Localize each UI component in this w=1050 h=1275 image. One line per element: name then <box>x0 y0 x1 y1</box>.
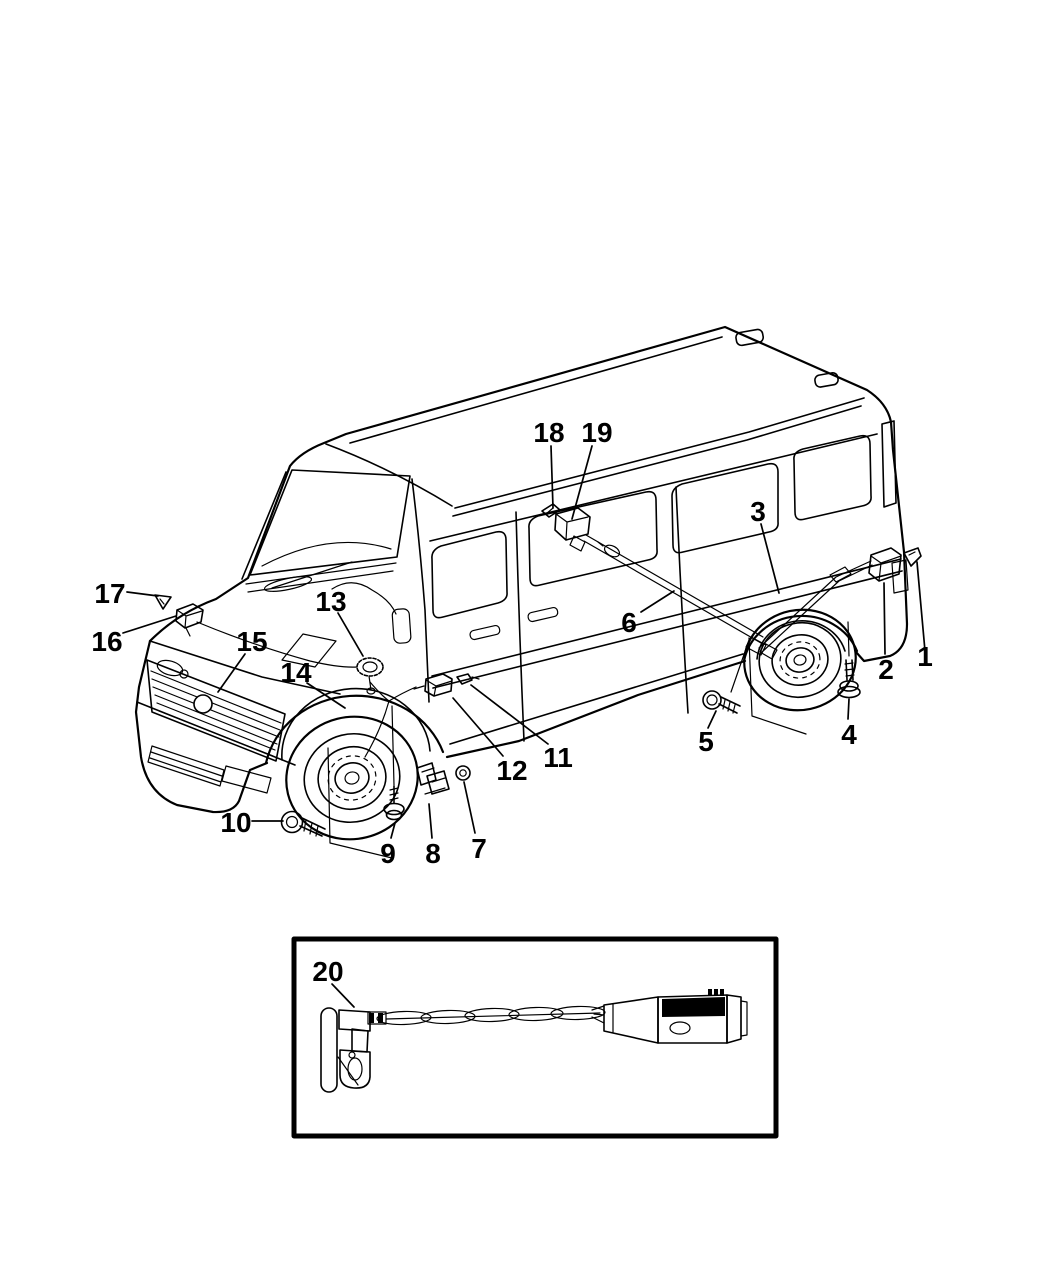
rear-sensor-cable <box>583 534 873 660</box>
part-16-connector <box>175 603 204 637</box>
callout-3: 3 <box>750 496 766 527</box>
callout-20: 20 <box>312 956 343 987</box>
cable-clip <box>603 544 621 558</box>
hood-decal <box>281 633 337 668</box>
part-4-bolt <box>837 659 861 699</box>
windshield <box>249 469 411 576</box>
callout-8: 8 <box>425 838 441 869</box>
side-windows <box>431 420 897 619</box>
callout-13: 13 <box>315 586 346 617</box>
leader-line-2 <box>883 582 886 655</box>
taillight <box>891 559 909 594</box>
part-1-clip <box>903 547 922 567</box>
leader-line-19 <box>571 445 593 520</box>
callout-2: 2 <box>878 654 894 685</box>
leader-line-3 <box>760 523 780 594</box>
mirror-housing <box>391 608 412 644</box>
leader-line-1 <box>916 561 926 652</box>
door-seams-and-moldings <box>327 478 909 859</box>
part-11-pin <box>456 673 480 685</box>
part-9-bolt <box>383 785 405 821</box>
door-window <box>431 530 508 619</box>
leader-line-11 <box>470 684 549 745</box>
callout-18: 18 <box>533 417 564 448</box>
leader-line-9 <box>390 822 396 839</box>
leader-line-4 <box>847 698 850 720</box>
lower-intake <box>147 745 225 787</box>
callout-9: 9 <box>380 838 396 869</box>
part-20-wear-sensor <box>320 989 748 1093</box>
leader-line-12 <box>452 697 504 757</box>
van-body-outline <box>134 325 909 814</box>
leader-line-20 <box>331 983 355 1008</box>
inset-border <box>291 936 779 1139</box>
front-fascia <box>136 659 296 794</box>
sliding-door-window <box>528 490 658 587</box>
sensor-connector <box>603 989 748 1044</box>
callout-12: 12 <box>496 755 527 786</box>
callout-11: 11 <box>543 742 573 773</box>
twisted-cable <box>376 1005 606 1026</box>
part-17-clip <box>154 594 172 610</box>
license-plate-area <box>221 765 272 794</box>
callout-leader-lines <box>122 445 926 1008</box>
callout-10: 10 <box>220 807 251 838</box>
mid-side-window <box>671 462 779 554</box>
leader-line-16 <box>122 615 177 634</box>
sensor-clip-plate <box>320 1007 338 1093</box>
callout-19: 19 <box>581 417 612 448</box>
front-sensor-harness <box>196 621 417 786</box>
callout-6: 6 <box>621 607 637 638</box>
leader-line-14 <box>306 682 346 709</box>
callout-14: 14 <box>280 657 312 688</box>
sliding-door-handle <box>527 606 559 623</box>
headlight <box>156 659 184 677</box>
part-12-connector <box>413 673 453 697</box>
grille <box>146 659 286 762</box>
callout-1: 1 <box>917 641 933 672</box>
part-10-bolt <box>280 810 326 837</box>
leader-line-6 <box>640 590 675 613</box>
mirror-arm <box>331 582 397 615</box>
leader-line-18 <box>550 445 554 509</box>
leader-line-7 <box>463 781 476 834</box>
callout-17: 17 <box>94 578 125 609</box>
callout-15: 15 <box>236 626 267 657</box>
part-7-nut <box>455 765 471 781</box>
part-18-bracket <box>541 503 561 518</box>
rear-pillar-window <box>881 420 897 508</box>
cable-ferrule <box>367 1011 387 1025</box>
leader-line-13 <box>337 612 364 657</box>
brand-badge <box>193 694 213 714</box>
inset-detail-box <box>291 936 779 1139</box>
callout-5: 5 <box>698 726 714 757</box>
rear-mudflap <box>748 637 807 735</box>
callout-labels: 1 2 3 4 5 6 7 8 9 10 11 12 13 14 15 16 1… <box>91 417 932 987</box>
roof-vent-rear <box>814 371 839 388</box>
part-19-connector <box>554 507 591 552</box>
rear-quarter-window <box>793 434 872 521</box>
leader-line-5 <box>707 710 717 729</box>
callout-16: 16 <box>91 626 122 657</box>
front-door-handle <box>469 624 501 641</box>
part-13-grommet <box>356 657 384 695</box>
roof-vent-front <box>735 328 765 347</box>
front-wheel <box>285 715 419 841</box>
callout-4: 4 <box>841 719 857 750</box>
part-5-bolt <box>702 690 741 714</box>
inline-connector <box>829 566 852 583</box>
leader-line-15 <box>217 653 246 693</box>
part-2-sensor <box>865 547 902 582</box>
leader-line-8 <box>428 803 433 839</box>
callout-7: 7 <box>471 833 487 864</box>
bumper-top-line <box>136 701 296 766</box>
part-8-bracket <box>416 762 450 795</box>
leader-line-17 <box>126 591 159 597</box>
